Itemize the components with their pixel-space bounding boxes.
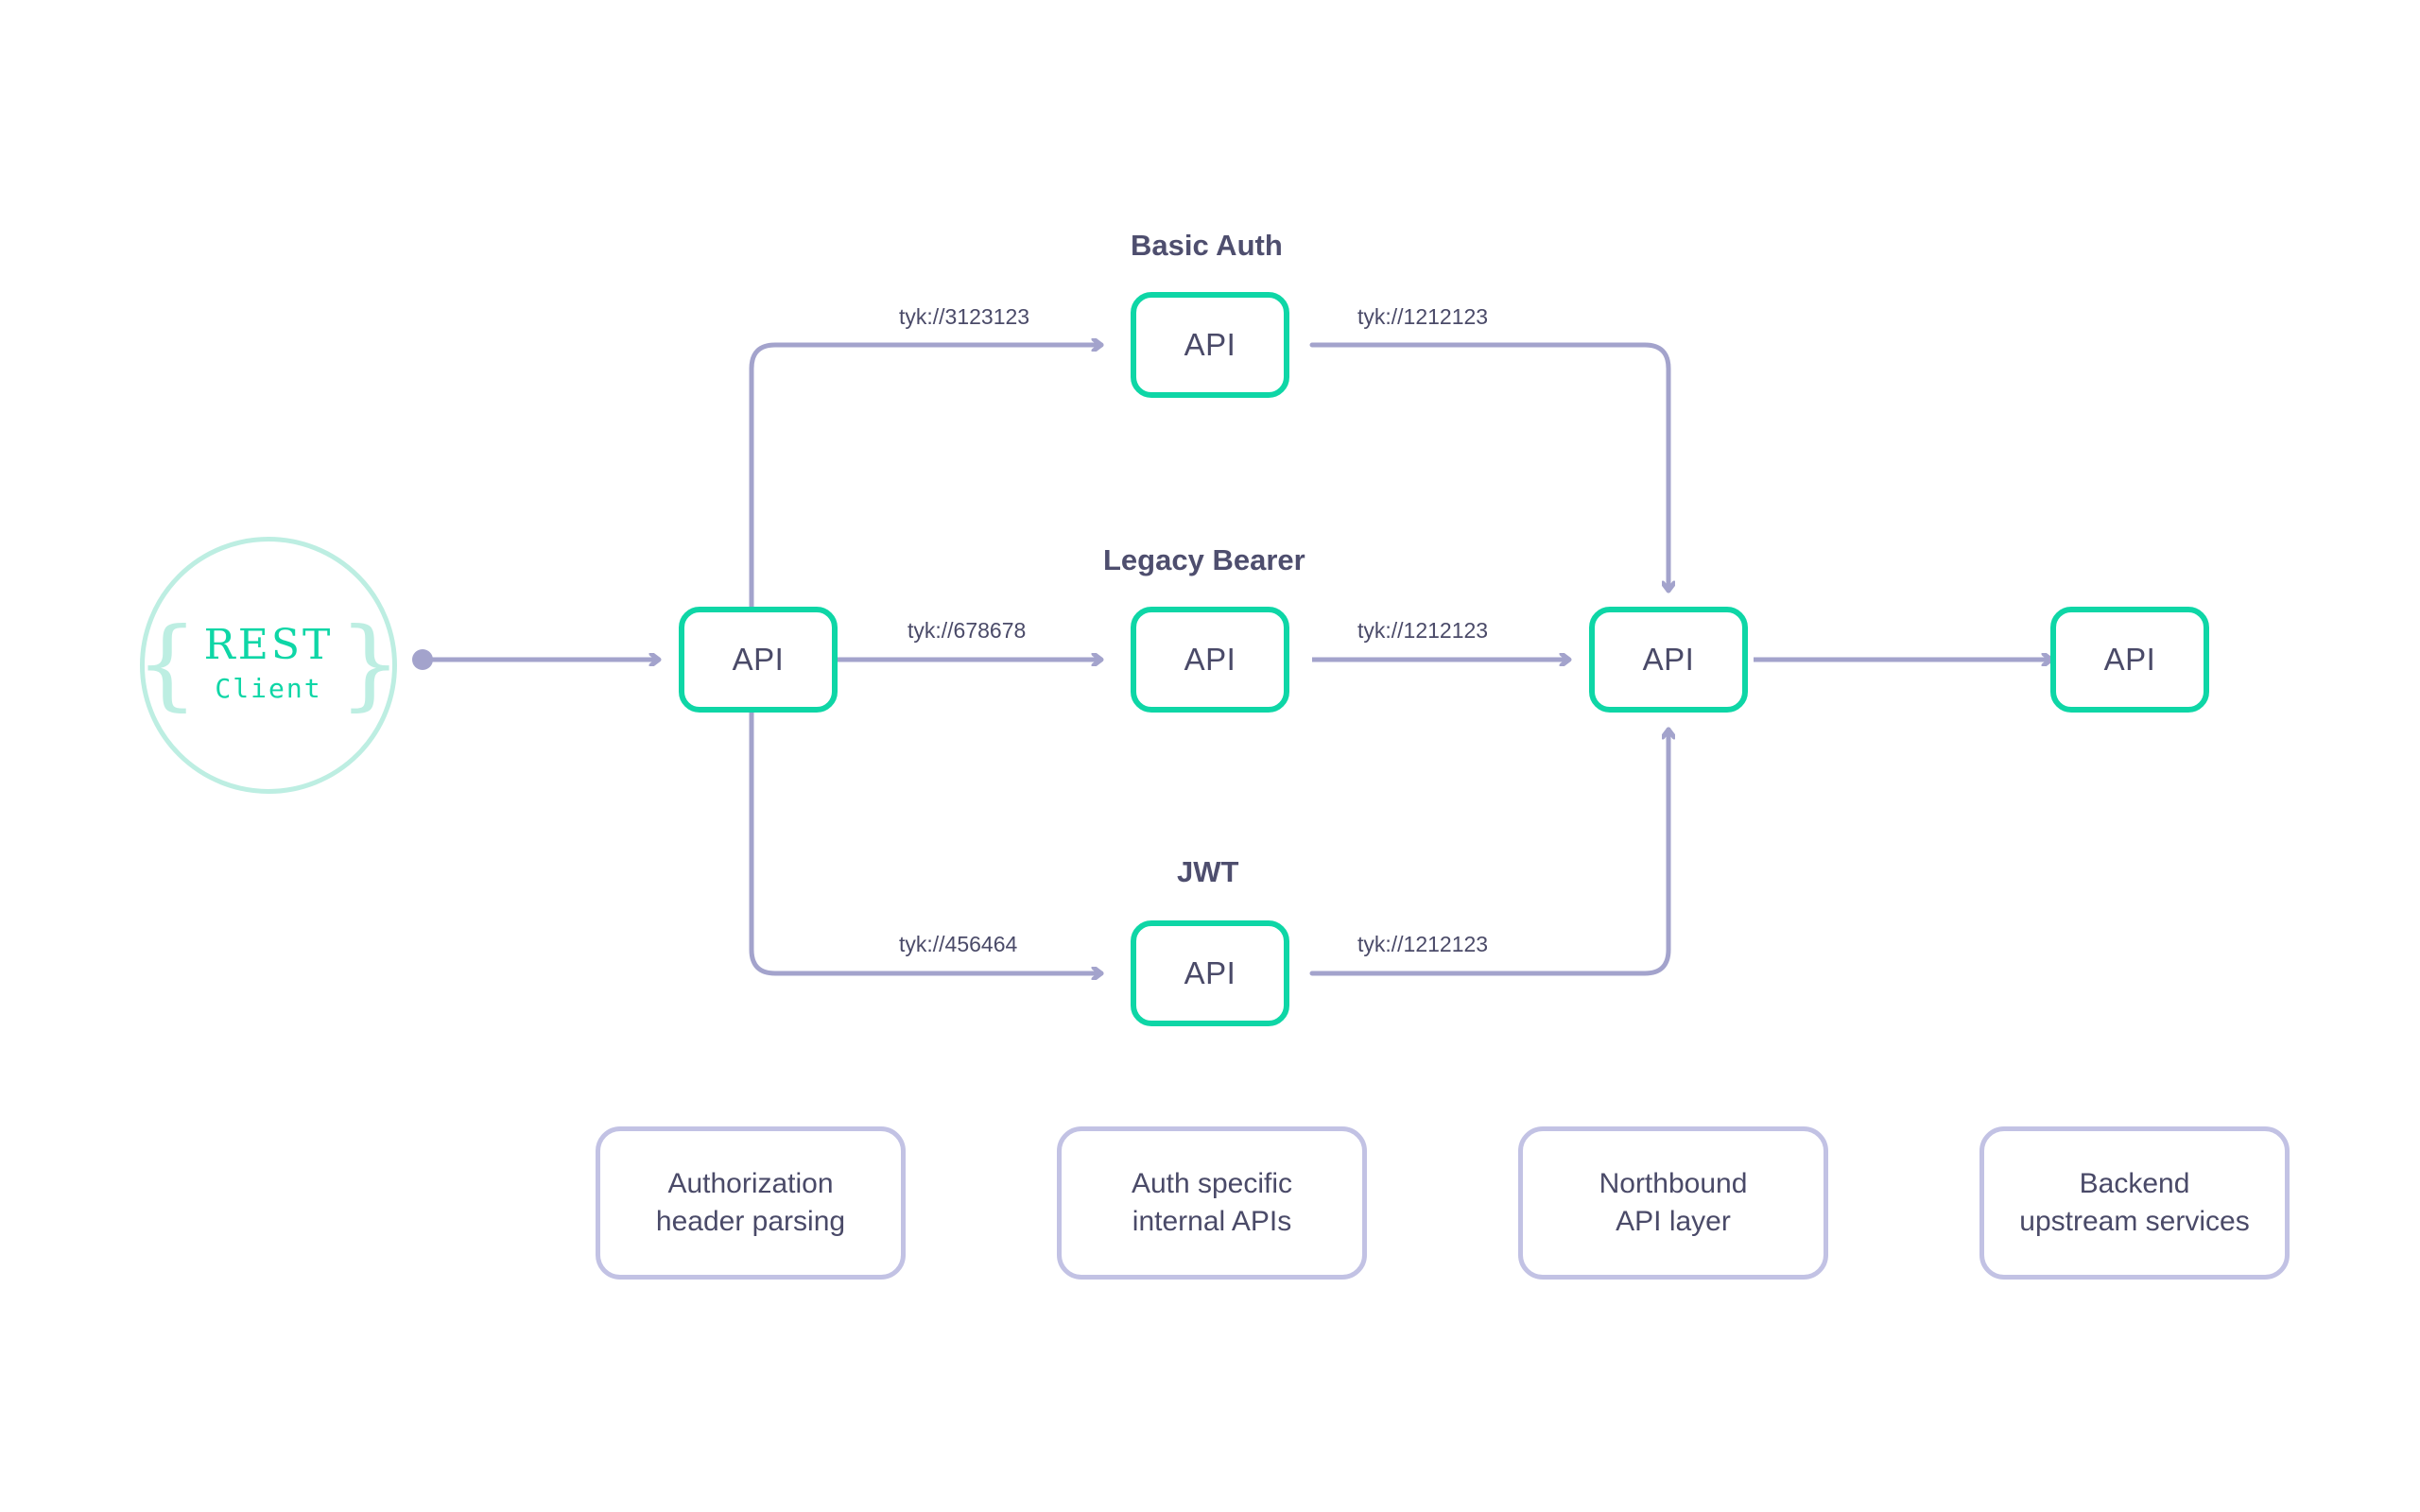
caption-line-1: Backend (2079, 1167, 2190, 1199)
api-node-basic-auth[interactable]: API (1131, 292, 1289, 398)
edge-basic-auth-to-northbound (1309, 342, 1668, 593)
api-node-entry[interactable]: API (679, 607, 838, 713)
edge-label-entry-to-legacy-bearer: tyk://678678 (908, 618, 1027, 643)
api-node-label: API (1184, 955, 1236, 990)
caption-line-2: header parsing (655, 1206, 846, 1237)
edge-client-to-entry (412, 649, 659, 670)
edge-entry-to-basic-auth (749, 345, 1104, 612)
api-node-label: API (2103, 642, 2156, 677)
caption-backend-upstream-services: Backend upstream services (1979, 1126, 2290, 1280)
caption-line-1: Authorization (667, 1167, 834, 1199)
caption-line-2: internal APIs (1132, 1206, 1292, 1237)
caption-line-2: upstream services (2019, 1206, 2250, 1237)
edge-label-jwt-to-northbound: tyk://1212123 (1357, 932, 1489, 956)
edge-label-entry-to-basic-auth: tyk://3123123 (899, 304, 1030, 329)
rest-client-content: { REST Client } (130, 606, 406, 721)
rest-client-labels: REST Client (204, 624, 334, 706)
group-heading-legacy-bearer: Legacy Bearer (1103, 543, 1305, 576)
caption-line-1: Auth specific (1131, 1167, 1293, 1199)
api-node-label: API (1642, 642, 1695, 677)
rest-client-title: REST (203, 621, 334, 670)
api-node-jwt[interactable]: API (1131, 920, 1289, 1026)
api-node-label: API (1184, 327, 1236, 362)
group-heading-basic-auth: Basic Auth (1131, 229, 1283, 262)
brace-left-icon: { (135, 606, 199, 721)
caption-line-1: Northbound (1599, 1167, 1748, 1199)
caption-northbound-api-layer: Northbound API layer (1518, 1126, 1828, 1280)
rest-client-subtitle: Client (215, 673, 322, 705)
api-node-northbound[interactable]: API (1589, 607, 1748, 713)
group-heading-jwt: JWT (1177, 855, 1239, 888)
api-node-label: API (1184, 642, 1236, 677)
api-node-label: API (732, 642, 785, 677)
caption-auth-specific-internal-apis: Auth specific internal APIs (1057, 1126, 1367, 1280)
edge-label-entry-to-jwt: tyk://456464 (899, 932, 1018, 956)
api-node-legacy-bearer[interactable]: API (1131, 607, 1289, 713)
rest-client-badge: { REST Client } (135, 537, 402, 794)
edge-label-legacy-bearer-to-northbound: tyk://1212123 (1357, 618, 1489, 643)
edge-label-basic-auth-to-northbound: tyk://1212123 (1357, 304, 1489, 329)
caption-authorization-header-parsing: Authorization header parsing (596, 1126, 906, 1280)
brace-right-icon: } (338, 606, 402, 721)
api-node-backend[interactable]: API (2050, 607, 2209, 713)
caption-line-2: API layer (1616, 1206, 1731, 1237)
